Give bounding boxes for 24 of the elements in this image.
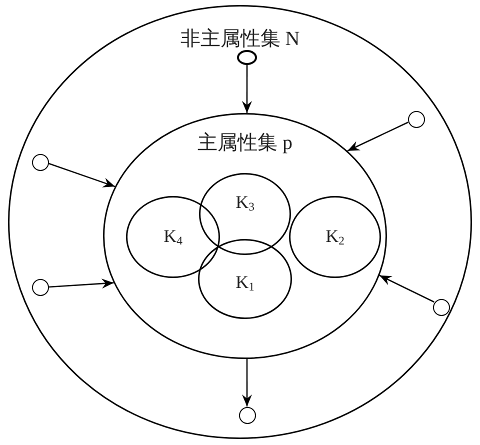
key-circle [126,196,220,278]
key-label: K$_{4}$ [164,227,182,248]
key-circle [199,173,291,255]
arrow [48,162,116,188]
arrow [242,359,252,406]
key-circle [198,239,292,319]
arrow [347,122,408,152]
key-label: K$_{3}$ [236,193,254,214]
arrow [48,278,114,289]
attribute-circle [237,50,257,64]
arrow [242,64,252,113]
attribute-circle [432,298,450,316]
set-label: 非主属性集 N [180,29,300,49]
key-label: K$_{1}$ [236,273,254,294]
attribute-circle [32,278,48,296]
key-label: K$_{2}$ [326,227,344,248]
attribute-circle [238,406,256,424]
attribute-circle [408,110,424,128]
outer-set-ellipse [8,5,472,439]
arrow [379,274,434,303]
attribute-circle [32,154,48,170]
set-label: 主属性集 p [198,133,292,153]
key-circle [289,196,381,278]
inner-set-ellipse [103,113,387,359]
